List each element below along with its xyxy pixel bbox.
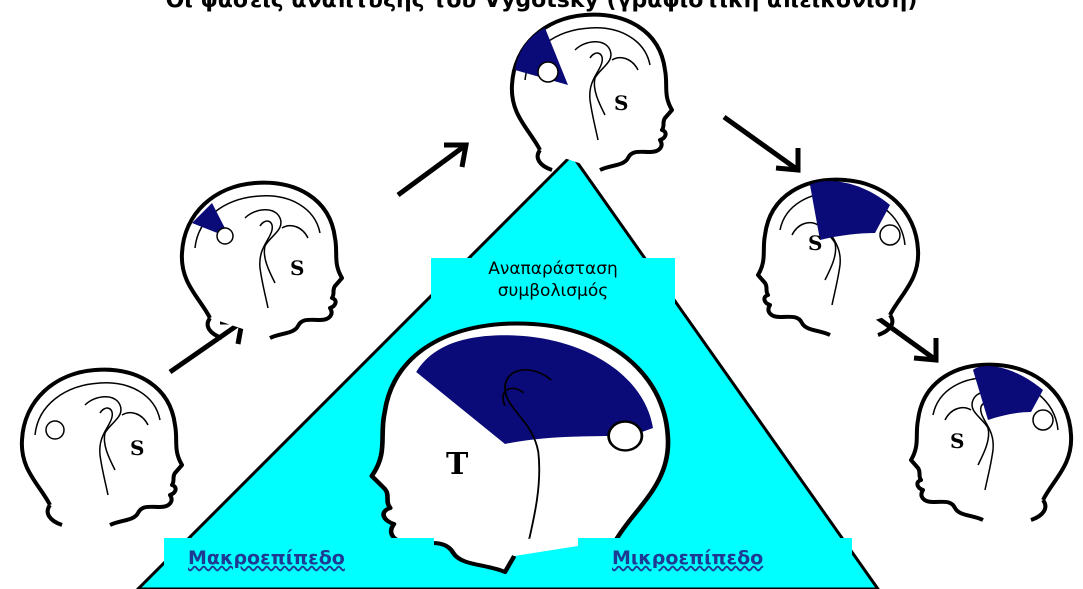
student-head-4 (758, 180, 918, 335)
student-head-3 (512, 15, 672, 170)
student-head-1 (22, 370, 182, 525)
student-letter-4: S (808, 231, 822, 255)
center-label: Αναπαράσταση συμβολισμός (431, 258, 675, 308)
micro-level-label: Μικροεπίπεδο (578, 538, 852, 578)
student-letter-3: S (614, 91, 628, 115)
center-label-line-2: συμβολισμός (431, 280, 675, 302)
arrow-2 (398, 145, 466, 195)
arrow-3 (724, 117, 798, 170)
center-label-line-1: Αναπαράσταση (431, 258, 675, 280)
macro-level-label: Μακροεπίπεδο (164, 538, 434, 578)
teacher-letter: T (446, 447, 469, 482)
student-head-5 (911, 365, 1071, 520)
diagram-title: Οι φάσεις ανάπτυξης του Vygotsky (γραφισ… (0, 0, 1083, 14)
student-letter-5: S (950, 429, 964, 453)
student-head-2 (182, 183, 342, 338)
arrow-1 (170, 322, 242, 372)
student-letter-2: S (290, 256, 304, 280)
student-letter-1: S (130, 436, 144, 460)
